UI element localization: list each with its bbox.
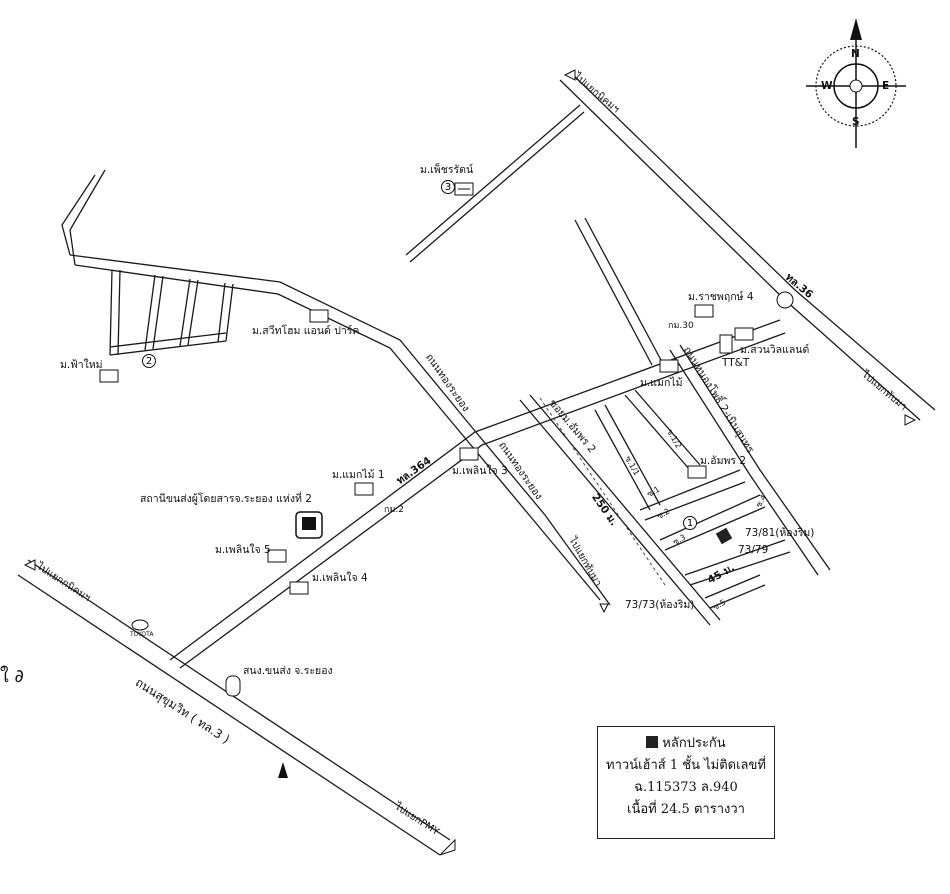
sukhumvit-road (17, 559, 451, 856)
distance-250-line (539, 397, 666, 586)
fa-mai-label: ม.ฟ้าใหม่ (60, 359, 103, 371)
phetcharat-road (405, 104, 585, 263)
house-7379-label: 73/79 (738, 544, 769, 556)
fa-mai-sois (109, 269, 234, 356)
km2-label: กม.2 (384, 505, 404, 515)
phoenjai4-label: ม.เพลินใจ 4 (312, 572, 368, 584)
maeng-mai1-label: ม.แมกไม้ 1 (332, 469, 385, 481)
bus-station-label: สถานีขนส่งผู้โดยสารจ.ระยอง แห่งที่ 2 (140, 493, 312, 505)
route-36-road (559, 71, 936, 421)
phoenjai5-label: ม.เพลินใจ 5 (215, 544, 271, 556)
side-marks: ใ ∂ (0, 666, 24, 687)
phetcharat-label: ม.เพ็ชรรัตน์ (420, 164, 474, 176)
transport-office-label: สนง.ขนส่ง จ.ระยอง (243, 665, 333, 677)
transport-office-icon (225, 675, 241, 697)
north-soi-road (574, 217, 663, 366)
toyota-logo (131, 619, 149, 631)
compass-s-label: S (852, 116, 860, 128)
amphon2-label: ม.อัมพร 2 (700, 455, 747, 467)
thanom-rachakham-road (61, 169, 611, 606)
compass-rose (806, 18, 906, 148)
marker-3: 3 (441, 180, 455, 194)
ttt-label: TT&T (722, 357, 750, 369)
compass-w-label: W (821, 80, 833, 92)
direction-arrows (23, 69, 917, 856)
collateral-townhouse (715, 527, 733, 545)
rachaphruek4-label: ม.ราชพฤกษ์ 4 (688, 291, 754, 303)
house-7381-label: 73/81(ห้องริม) (745, 527, 815, 539)
km30-label: กม.30 (668, 321, 694, 331)
sweet-home-label: ม.สวีทโฮม แอนด์ ปาร์ค (252, 325, 360, 337)
marker-2: 2 (142, 354, 156, 368)
compass-n-label: N (851, 48, 860, 60)
marker-1: 1 (683, 516, 697, 530)
toyota-label: TOYOTA (130, 631, 154, 638)
bus-station-icon (295, 511, 323, 539)
legend-line-4: เนื้อที่ 24.5 ตารางวา (627, 802, 745, 817)
temple-icon (278, 762, 288, 778)
collateral-swatch (646, 736, 659, 748)
suanwilaland-label: ม.สวนวิลแลนด์ (740, 344, 810, 356)
legend-box: หลักประกัน ทาวน์เฮ้าส์ 1 ชั้น ไม่ติดเลขท… (597, 726, 775, 839)
nong-pho-road (669, 344, 831, 576)
house-icons (99, 182, 754, 595)
legend-line-1: หลักประกัน (598, 733, 774, 755)
phoenjai3-label: ม.เพลินใจ 3 (452, 465, 508, 477)
legend-line-3: ฉ.115373 ล.940 (634, 780, 738, 795)
compass-e-label: E (882, 80, 890, 92)
legend-line-1-text: หลักประกัน (662, 736, 726, 751)
inner-sois (594, 389, 791, 609)
soi-amphon2-road (519, 394, 721, 626)
legend-line-2: ทาวน์เฮ้าส์ 1 ชั้น ไม่ติดเลขที่ (606, 758, 766, 773)
house-7373-label: 73/73(ห้องริม) (625, 599, 695, 611)
maeng-mai-label: ม.แมกไม้ (640, 377, 683, 389)
